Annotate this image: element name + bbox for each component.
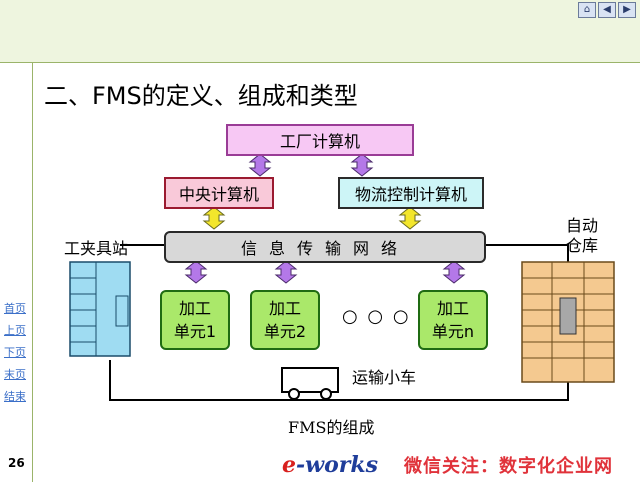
- warehouse-icon: [521, 261, 615, 383]
- nav-link-prev[interactable]: 上页: [4, 324, 26, 337]
- forward-icon[interactable]: ▶: [618, 2, 636, 18]
- unit-n-line1: 加工: [436, 299, 469, 318]
- header-rule: [0, 62, 640, 63]
- transport-loop-line: [109, 244, 569, 401]
- transport-cart-icon: [281, 367, 339, 400]
- machining-unit-1: 加工 单元1: [160, 290, 230, 350]
- central-computer-box: 中央计算机: [164, 177, 274, 209]
- page-title: 二、FMS的定义、组成和类型: [44, 82, 358, 110]
- nav-link-next[interactable]: 下页: [4, 346, 26, 359]
- fixture-station-label: 工夹具站: [64, 239, 129, 258]
- page-number: 26: [8, 456, 25, 470]
- nav-buttons: ⌂ ◀ ▶: [578, 2, 636, 18]
- header-band: [0, 0, 640, 62]
- warehouse-label-line1: 自动: [566, 216, 599, 235]
- network-bus: 信息传输网络: [164, 231, 486, 263]
- home-icon[interactable]: ⌂: [578, 2, 596, 18]
- logo-e: e: [282, 452, 296, 478]
- logo-works: -works: [296, 452, 378, 478]
- cart-label: 运输小车: [352, 368, 417, 387]
- wechat-brand-text: 微信关注：数字化企业网: [404, 456, 613, 477]
- nav-link-last[interactable]: 末页: [4, 368, 26, 381]
- nav-link-end[interactable]: 结束: [4, 390, 26, 403]
- unit-1-line2: 单元1: [173, 322, 217, 341]
- warehouse-label-line2: 仓库: [566, 236, 599, 255]
- machining-unit-2: 加工 单元2: [250, 290, 320, 350]
- factory-computer-box: 工厂计算机: [226, 124, 414, 156]
- machining-unit-n: 加工 单元n: [418, 290, 488, 350]
- arrow-central-network: [202, 206, 226, 230]
- arrow-network-unit1: [184, 260, 208, 284]
- back-icon[interactable]: ◀: [598, 2, 616, 18]
- arrow-factory-logistics: [350, 153, 374, 177]
- diagram-caption: FMS的组成: [288, 418, 375, 437]
- arrow-factory-central: [248, 153, 272, 177]
- nav-link-first[interactable]: 首页: [4, 302, 26, 315]
- unit-n-line2: 单元n: [431, 322, 475, 341]
- arrow-network-unitn: [442, 260, 466, 284]
- eworks-logo: e-works: [282, 452, 378, 478]
- sidebar-rule: [32, 62, 33, 482]
- unit-2-line2: 单元2: [263, 322, 307, 341]
- logistics-computer-box: 物流控制计算机: [338, 177, 484, 209]
- fixture-station-icon: [69, 261, 131, 357]
- arrow-logistics-network: [398, 206, 422, 230]
- ellipsis-dots: ○ ○ ○: [342, 306, 411, 327]
- unit-1-line1: 加工: [178, 299, 211, 318]
- unit-2-line1: 加工: [268, 299, 301, 318]
- arrow-network-unit2: [274, 260, 298, 284]
